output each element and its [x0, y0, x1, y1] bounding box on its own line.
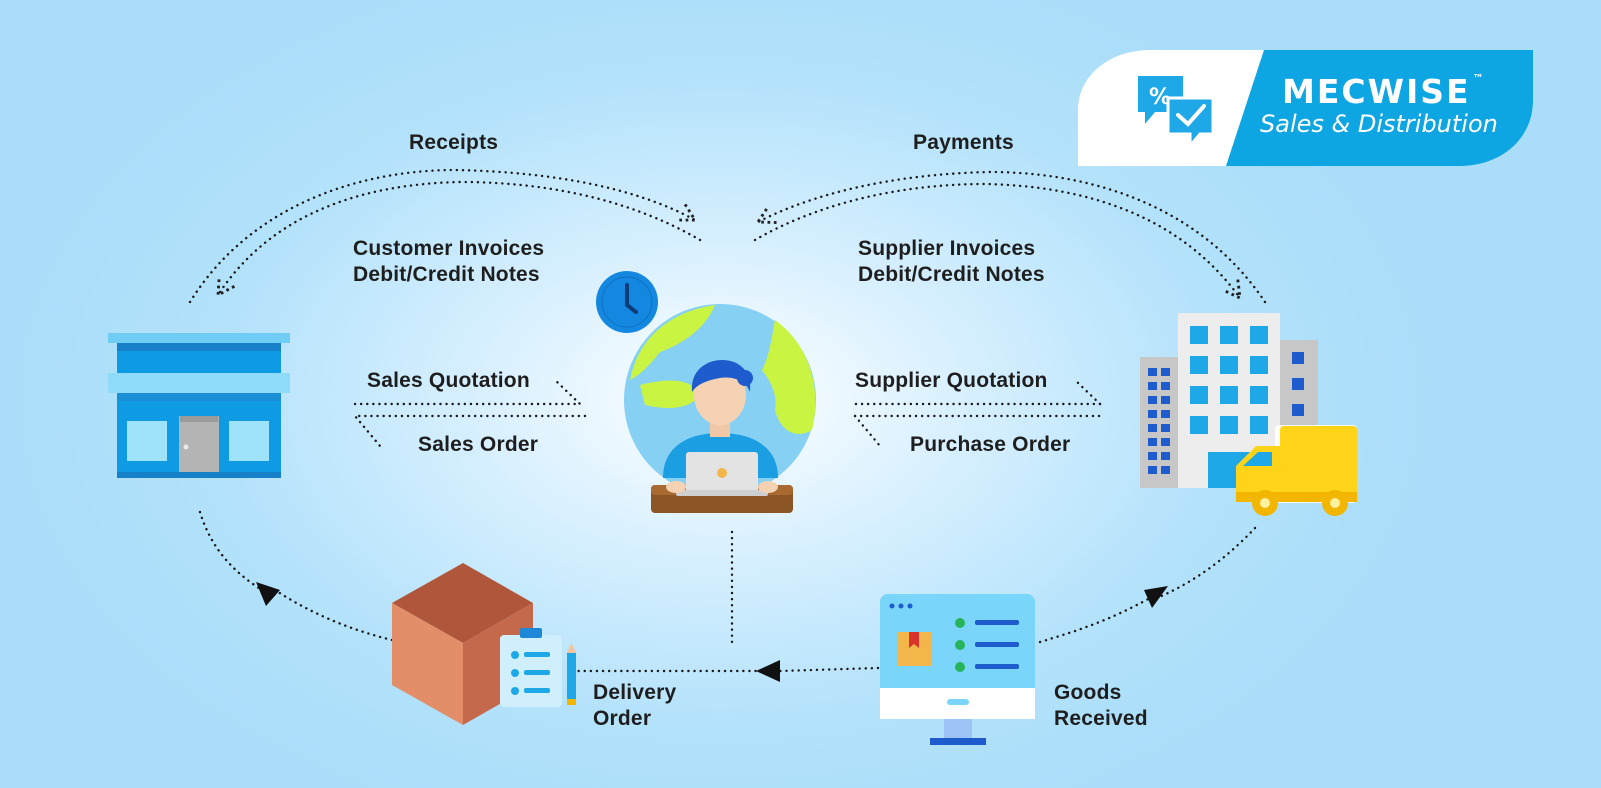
chat-percent-icon: % — [1138, 76, 1215, 151]
goods-received-arc — [1150, 526, 1257, 602]
brand-subtitle: Sales & Distribution — [1260, 110, 1498, 138]
goods-received-line1: Goods — [1054, 681, 1122, 704]
sales-quotation-line — [353, 378, 583, 406]
delivery-order-line2: Order — [593, 707, 652, 730]
arrowhead-delivery — [756, 660, 780, 682]
purchase-order-hook — [853, 414, 882, 448]
label-sales-order: Sales Order — [418, 433, 539, 456]
goods-received-line2: Received — [1054, 707, 1148, 730]
supplier-building-icon — [1140, 313, 1318, 488]
supplier-quotation-hook — [1073, 378, 1102, 406]
arrowhead-goods — [1144, 586, 1168, 608]
label-sales-quotation: Sales Quotation — [367, 369, 530, 392]
monitor-goods-icon — [880, 594, 1035, 745]
supplier-invoices-line1: Supplier Invoices — [858, 237, 1036, 260]
monitor-right-arc — [1038, 596, 1152, 644]
label-goods-received: Goods Received — [1054, 680, 1148, 732]
customer-invoices-line2: Debit/Credit Notes — [353, 263, 540, 286]
label-purchase-order: Purchase Order — [910, 433, 1071, 456]
customer-invoices-line1: Customer Invoices — [353, 237, 545, 260]
box-with-clipboard-icon — [392, 563, 576, 725]
label-delivery-order: Delivery Order — [593, 680, 676, 732]
label-customer-invoices: Customer Invoices Debit/Credit Notes — [353, 236, 544, 288]
payments-arc — [758, 170, 1267, 304]
clock-icon — [596, 271, 658, 333]
sales-order-line — [352, 414, 587, 448]
store-down-arc — [198, 510, 264, 592]
brand-badge: % — [1078, 50, 1533, 166]
delivery-truck-icon — [1236, 425, 1357, 516]
label-receipts: Receipts — [409, 131, 499, 154]
user-at-globe-icon — [624, 304, 816, 513]
monitor-to-delivery-line — [778, 666, 880, 673]
customer-invoices-arc — [218, 180, 702, 295]
label-payments: Payments — [913, 131, 1014, 154]
box-to-store-arc — [270, 586, 394, 642]
supplier-invoices-line2: Debit/Credit Notes — [858, 263, 1045, 286]
svg-text:%: % — [1149, 85, 1171, 110]
delivery-order-line1: Delivery — [593, 681, 677, 704]
store-icon — [108, 333, 290, 478]
label-supplier-invoices: Supplier Invoices Debit/Credit Notes — [858, 236, 1045, 288]
label-supplier-quotation: Supplier Quotation — [855, 369, 1048, 392]
arrowhead-store — [256, 582, 280, 606]
